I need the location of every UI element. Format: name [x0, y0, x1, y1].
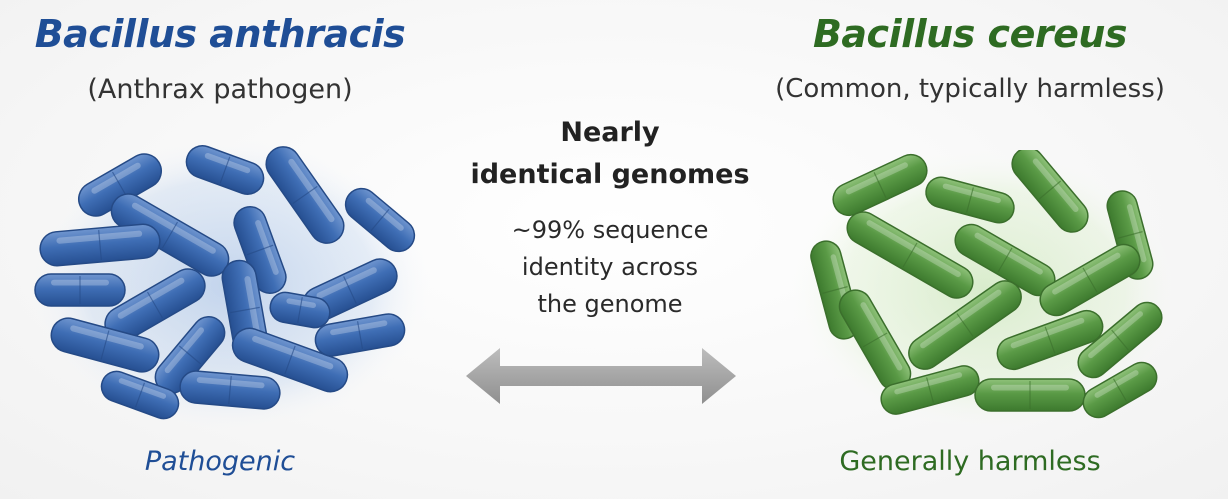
bacterium-septum [822, 286, 848, 294]
bacterium-septum [873, 172, 887, 198]
bacterium-septum [966, 187, 974, 213]
bacterium-septum [98, 230, 102, 260]
label-pathogenic: Pathogenic [144, 446, 296, 477]
bacterium-septum [862, 332, 888, 348]
bacterium-septum [292, 185, 318, 205]
bacillus-cereus-cluster [790, 150, 1180, 430]
bacterium-septum [146, 291, 164, 319]
arrow-shape [466, 348, 736, 404]
bacterium-septum [161, 221, 179, 249]
center-body-line-1: ~99% sequence [511, 216, 709, 244]
title-bacillus-anthracis: Bacillus anthracis [34, 12, 406, 56]
bacterium-septum [1117, 231, 1143, 239]
bacterium-septum [100, 330, 110, 360]
center-heading-line-2: identical genomes [470, 159, 750, 190]
bacterium-septum [926, 377, 934, 403]
label-generally-harmless: Generally harmless [839, 446, 1101, 477]
bacterium-septum [1082, 267, 1098, 293]
bacterium-septum [1044, 326, 1056, 354]
center-body: ~99% sequence identity across the genome [440, 212, 780, 323]
subtitle-anthrax-pathogen: (Anthrax pathogen) [87, 74, 353, 105]
bacterium-septum [230, 306, 260, 314]
bacterium-septum [1111, 329, 1129, 351]
bacterium-septum [356, 321, 364, 349]
bacterium-septum [219, 156, 231, 184]
bacterium-septum [228, 376, 232, 404]
bacterium-septum [297, 297, 303, 323]
center-body-line-2: identity across [521, 253, 699, 281]
center-heading: Nearly identical genomes [440, 112, 780, 196]
bacterium-septum [246, 244, 274, 256]
rod-group-right [810, 150, 1163, 419]
bacterium-septum [178, 345, 202, 365]
title-bacillus-cereus: Bacillus cereus [812, 12, 1128, 56]
bacterium-septum [284, 345, 296, 375]
center-body-line-3: the genome [537, 290, 683, 318]
bacillus-anthracis-cluster [30, 140, 430, 430]
bacterium-septum [134, 382, 146, 408]
rod-group-left [34, 145, 416, 420]
bacterium-septum [1112, 378, 1128, 402]
bacterium-septum [1038, 180, 1062, 200]
bacterium-septum [997, 247, 1013, 273]
bacterium-septum [370, 208, 390, 232]
bacterium-septum [956, 313, 974, 337]
double-arrow-icon [466, 348, 736, 404]
bacterium-septum [902, 242, 918, 268]
center-heading-line-1: Nearly [560, 117, 660, 148]
subtitle-common-harmless: (Common, typically harmless) [775, 74, 1165, 104]
bacterium-septum [343, 276, 357, 304]
